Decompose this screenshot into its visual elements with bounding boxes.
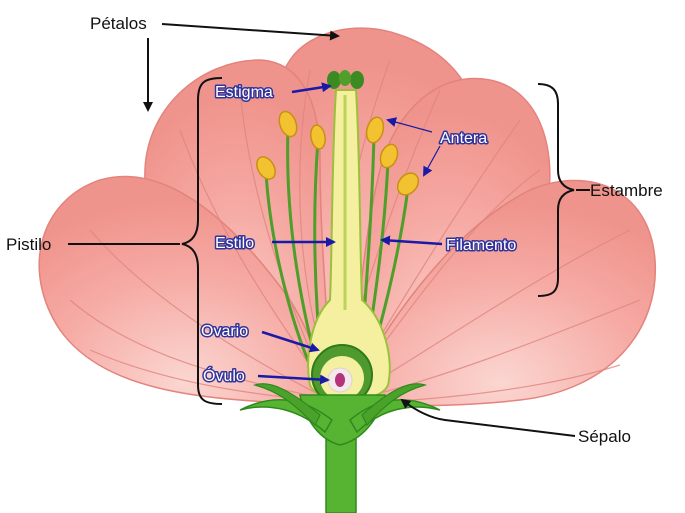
anthers <box>256 110 420 196</box>
anther-4 <box>365 116 385 144</box>
label-petalos: Pétalos <box>90 14 147 33</box>
label-ovario: Ovario <box>201 323 248 340</box>
petalos-arrow-top <box>161 23 340 41</box>
label-sepalo: Sépalo <box>578 427 631 446</box>
label-estilo: Estilo <box>215 235 254 252</box>
sepal-right-2 <box>361 383 428 427</box>
brackets <box>181 77 575 405</box>
filamento-arrow <box>380 235 443 246</box>
stigma <box>327 70 364 89</box>
anther-5 <box>379 143 399 169</box>
estambre-bracket <box>537 83 575 297</box>
petals <box>38 27 657 407</box>
labels: Pétalos Pistilo Estambre Sépalo Estigma … <box>6 14 663 446</box>
pistilo-bracket <box>181 77 223 405</box>
sepals-stem <box>239 383 441 513</box>
black-arrows <box>68 23 590 437</box>
label-estambre: Estambre <box>590 181 663 200</box>
petal-right-lower <box>343 179 657 407</box>
anther-3 <box>256 156 276 180</box>
estigma-arrow <box>291 82 332 94</box>
sepalo-arrow <box>400 398 576 437</box>
antera-arrow-1 <box>386 117 433 133</box>
label-estigma: Estigma <box>215 84 273 101</box>
label-ovulo: Óvulo <box>203 366 245 385</box>
antera-arrow-2 <box>423 145 441 177</box>
label-pistilo: Pistilo <box>6 235 51 254</box>
anther-1 <box>278 110 298 138</box>
blue-arrows <box>257 82 443 385</box>
ovario-arrow <box>261 330 320 353</box>
ovulo-arrow <box>257 374 330 385</box>
petal-left-lower <box>38 175 331 406</box>
anther-2 <box>310 124 326 150</box>
label-antera: Antera <box>440 130 487 147</box>
anther-6 <box>396 172 420 196</box>
sepal-left-2 <box>252 383 321 427</box>
filament-3 <box>264 171 314 371</box>
label-filamento: Filamento <box>446 237 516 254</box>
